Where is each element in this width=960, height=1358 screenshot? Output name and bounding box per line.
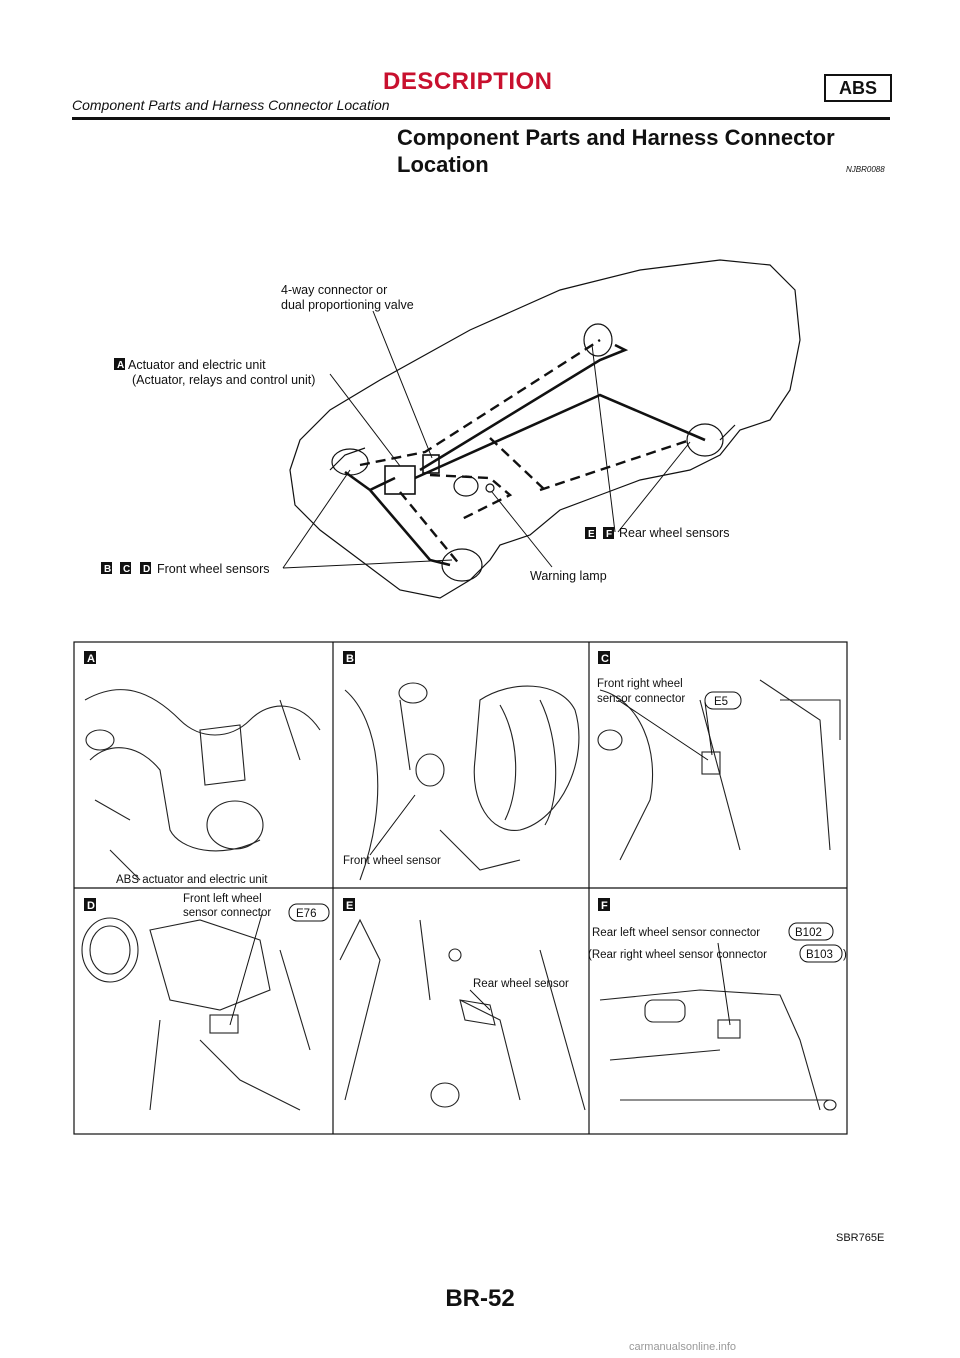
panel-f-caption-2: (Rear right wheel sensor connector (588, 949, 767, 961)
panel-d-caption-1: Front left wheel (183, 893, 262, 905)
connector-b103: B103 (806, 949, 833, 961)
marker-c-letter: C (123, 564, 130, 575)
panel-labels: A ABS actuator and electric unit B Front… (84, 651, 847, 990)
panel-a-caption: ABS actuator and electric unit (116, 874, 268, 886)
page-title: Component Parts and Harness Connector Lo… (397, 125, 835, 177)
connector-b102: B102 (795, 927, 822, 939)
panel-a-letter: A (87, 653, 95, 665)
front-sensors-label: Front wheel sensors (157, 562, 270, 576)
harness-dashed (359, 338, 691, 566)
rear-sensors-label: Rear wheel sensors (619, 526, 729, 540)
figure-code: SBR765E (836, 1232, 885, 1244)
photo-grid (73, 641, 848, 1135)
panel-d-caption-2: sensor connector (183, 907, 271, 919)
footer-watermark: carmanualsonline.info (629, 1341, 737, 1353)
overview-labels: 4-way connector or dual proportioning va… (101, 283, 729, 583)
connector-label-2: dual proportioning valve (281, 298, 414, 312)
connector-b103-badge (799, 944, 843, 963)
section-title: DESCRIPTION (383, 68, 553, 95)
panel-d-marker (84, 898, 96, 911)
panel-e-marker (343, 898, 355, 911)
panel-f-marker (598, 898, 610, 911)
panel-b-letter: B (346, 653, 354, 665)
panel-c-caption-2: sensor connector (597, 693, 685, 705)
connector-e76-badge (288, 903, 330, 922)
marker-e (585, 527, 596, 539)
panel-c-letter: C (601, 653, 609, 665)
marker-b-letter: B (104, 564, 111, 575)
leader-lines (282, 310, 691, 569)
actuator-label-1: Actuator and electric unit (128, 358, 266, 372)
panel-sketches (81, 679, 841, 1111)
connector-label-1: 4-way connector or (281, 283, 387, 297)
reference-code: NJBR0088 (846, 165, 885, 174)
marker-b (101, 562, 112, 574)
panel-c-marker (598, 651, 610, 664)
marker-d-letter: D (143, 564, 150, 575)
connector-b102-badge (788, 922, 834, 941)
marker-a-letter: A (117, 360, 124, 371)
panel-f-letter: F (601, 900, 608, 912)
connector-e5-badge (704, 691, 742, 710)
header-subtitle: Component Parts and Harness Connector Lo… (72, 97, 390, 113)
panel-b-caption: Front wheel sensor (343, 855, 441, 867)
panel-c-caption-1: Front right wheel (597, 678, 683, 690)
marker-f-letter: F (606, 529, 612, 540)
marker-e-letter: E (588, 529, 595, 540)
panel-b-marker (343, 651, 355, 664)
panel-d-letter: D (87, 900, 95, 912)
warning-lamp-label: Warning lamp (530, 569, 607, 583)
panel-f-caption-3: ) (843, 949, 847, 961)
marker-d (140, 562, 151, 574)
marker-c (120, 562, 131, 574)
panel-a-marker (84, 651, 96, 664)
panel-leaders (229, 699, 731, 1026)
harness-solid (344, 343, 706, 567)
panel-e-letter: E (346, 900, 353, 912)
abs-badge: ABS (824, 74, 892, 102)
header-rule (72, 117, 890, 120)
page-number: BR-52 (445, 1285, 515, 1312)
panel-e-caption: Rear wheel sensor (473, 978, 569, 990)
marker-a (114, 358, 125, 370)
connector-e76: E76 (296, 908, 316, 920)
connector-e5: E5 (714, 696, 728, 708)
panel-f-caption-1: Rear left wheel sensor connector (592, 927, 760, 939)
actuator-label-2: (Actuator, relays and control unit) (132, 373, 315, 387)
marker-f (603, 527, 614, 539)
